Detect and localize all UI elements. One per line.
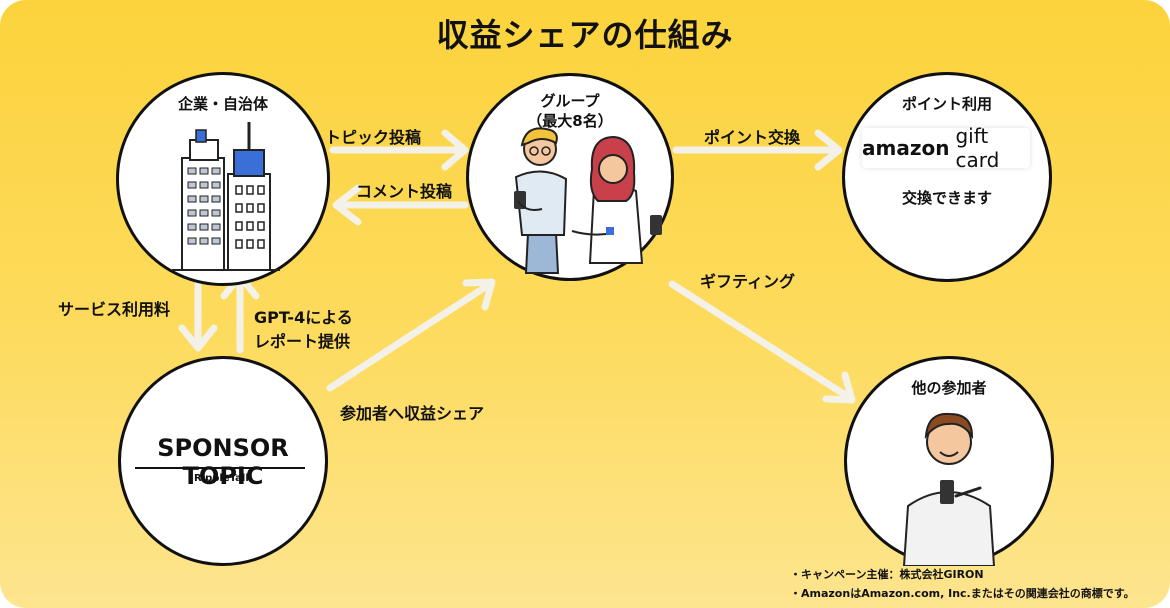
amazon-brand: amazon (862, 136, 950, 160)
revenue-share-label: 参加者へ収益シェア (340, 404, 485, 423)
arrow-topic-post (329, 129, 469, 171)
sponsor-node: SPONSOR TOPIC RippleTalk (118, 356, 328, 566)
arrow-gifting (668, 280, 856, 404)
others-node: 他の参加者 (844, 356, 1054, 566)
participant-man-icon (902, 412, 996, 566)
gifting-label: ギフティング (700, 272, 796, 291)
amazon-gift-card: amazon gift card (862, 124, 1030, 172)
company-node: 企業・自治体 (116, 72, 330, 286)
rippletalk-label: RippleTalk (193, 473, 252, 484)
service-fee-label: サービス利用料 (58, 300, 171, 319)
comment-post-label: コメント投稿 (356, 182, 453, 201)
group-label: グループ (540, 92, 600, 110)
company-label: 企業・自治体 (177, 95, 268, 113)
points-label: ポイント利用 (901, 95, 992, 113)
report-label-line1: GPT-4による (254, 308, 353, 327)
point-exchange-label: ポイント交換 (704, 128, 801, 147)
group-people-icon (514, 127, 662, 274)
arrow-revenue-share (326, 278, 496, 392)
group-node: グループ （最大8名） (466, 73, 674, 281)
others-label: 他の参加者 (911, 379, 987, 397)
arrow-service-fee (178, 271, 218, 352)
points-node: ポイント利用 交換できます (842, 72, 1052, 282)
office-buildings-icon (172, 122, 280, 271)
report-label-line2: レポート提供 (254, 332, 351, 351)
gift-card-text: gift card (955, 124, 1000, 172)
exchange-caption: 交換できます (901, 189, 992, 207)
logo-divider (135, 467, 305, 469)
group-capacity-label: （最大8名） (527, 112, 613, 130)
arrow-comment-post (332, 184, 469, 226)
topic-post-label: トピック投稿 (325, 128, 422, 147)
page-title: 収益シェアの仕組み (436, 16, 734, 54)
arrow-report (220, 272, 260, 354)
footnote-trademark: ・AmazonはAmazon.com, Inc.またはその関連会社の商標です。 (790, 587, 1135, 600)
footnote-organizer: ・キャンペーン主催：株式会社GIRON (790, 568, 984, 581)
arrow-point-exchange (672, 129, 843, 171)
sponsor-topic-logo: SPONSOR TOPIC (157, 434, 289, 490)
